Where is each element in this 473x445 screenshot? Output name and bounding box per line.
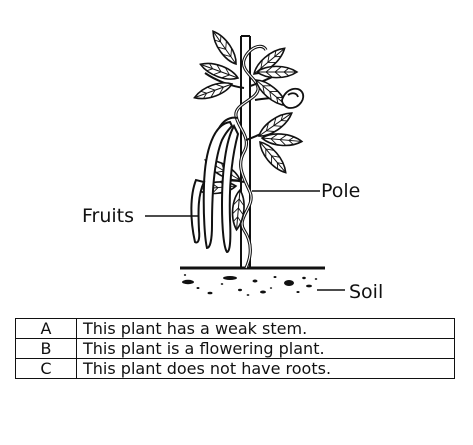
statement-row: B This plant is a flowering plant. (15, 338, 455, 359)
statement-key: B (15, 338, 77, 359)
statement-row: C This plant does not have roots. (15, 358, 455, 379)
statements-table: A This plant has a weak stem. B This pla… (15, 318, 455, 379)
statement-row: A This plant has a weak stem. (15, 318, 455, 339)
statement-text: This plant is a flowering plant. (76, 338, 455, 359)
leader-lines (145, 190, 345, 291)
fruits (190, 120, 240, 254)
statement-key: A (15, 318, 77, 339)
flower (281, 87, 305, 109)
soil-particles (182, 274, 318, 296)
fruits-label: Fruits (82, 205, 135, 227)
soil-label: Soil (349, 281, 384, 303)
statement-key: C (15, 358, 77, 379)
statement-text: This plant does not have roots. (76, 358, 455, 379)
pole-label: Pole (321, 180, 361, 202)
statement-text: This plant has a weak stem. (76, 318, 455, 339)
